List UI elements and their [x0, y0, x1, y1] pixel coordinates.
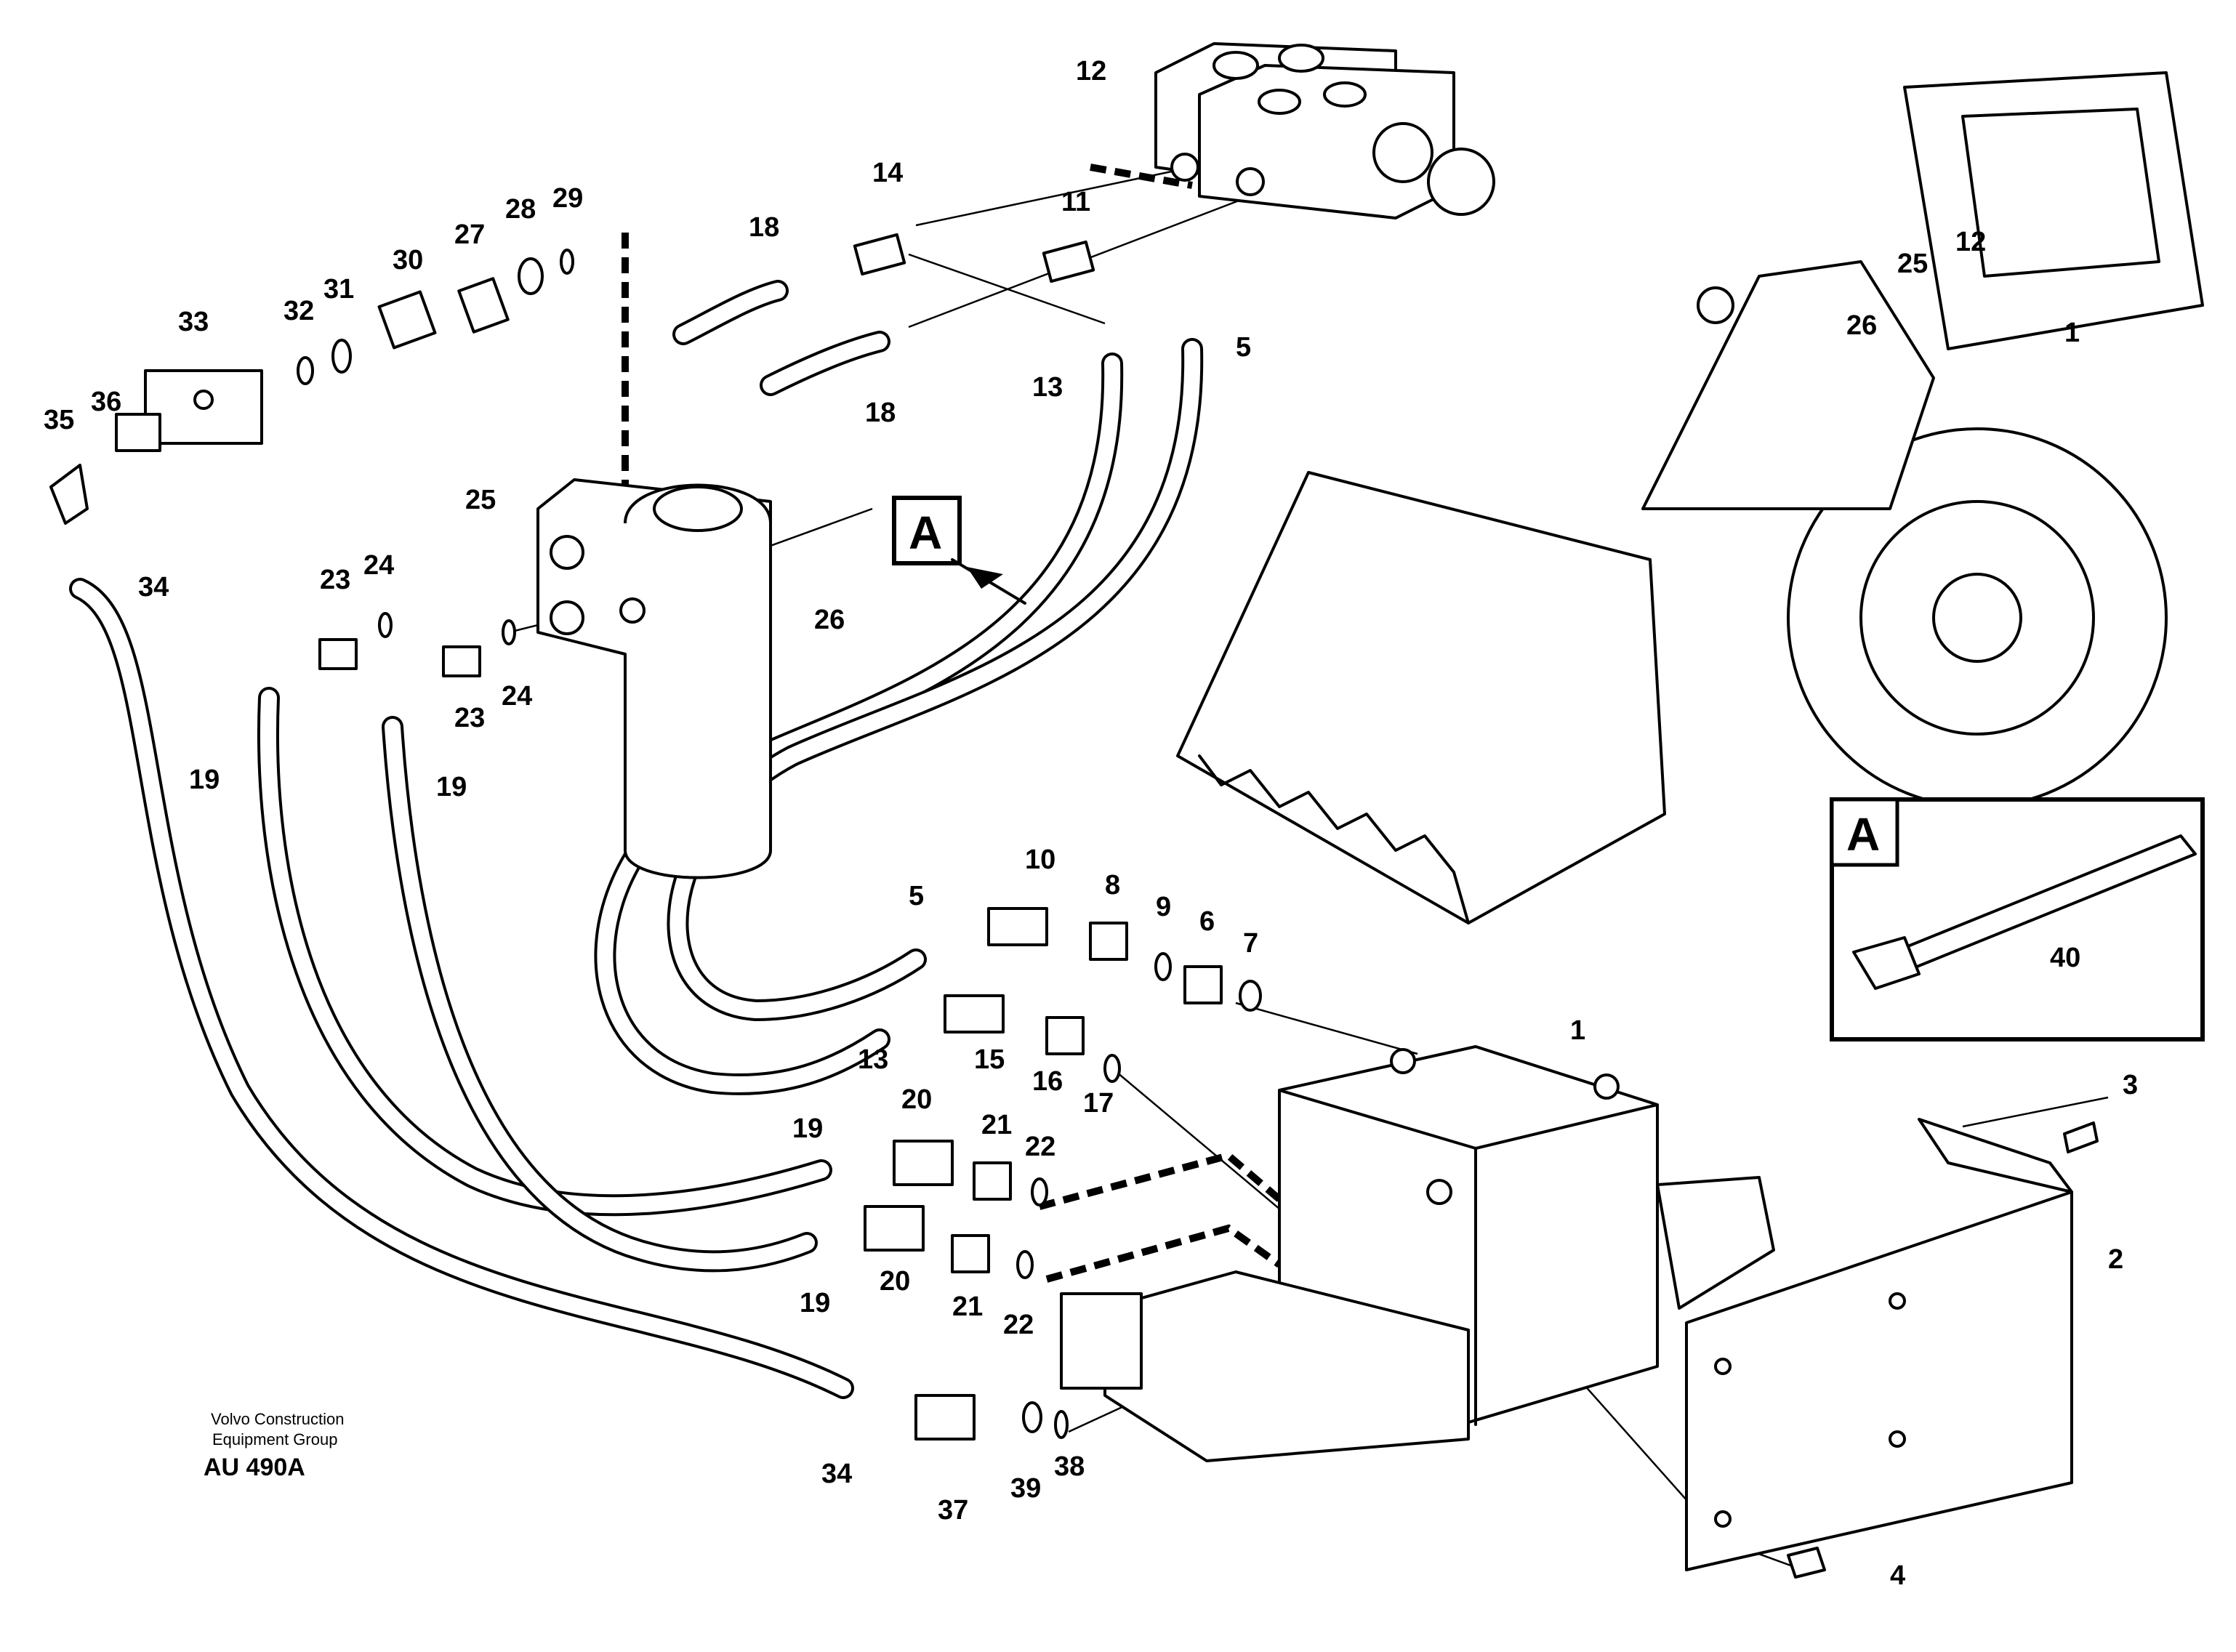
view-a-marker: A [909, 507, 942, 559]
callout-18: 18 [865, 398, 896, 428]
inset-frame [1830, 797, 2205, 1041]
callout-21: 21 [952, 1292, 983, 1322]
callout-32: 32 [283, 296, 314, 326]
wheel-loader [1176, 71, 2204, 924]
callout-11: 11 [1061, 187, 1090, 217]
callout-19: 19 [189, 765, 220, 795]
valve-block-12 [1154, 42, 1495, 219]
company-line-1: Volvo Construction [211, 1410, 344, 1428]
inset-a-marker: A [1846, 808, 1880, 861]
callout-3: 3 [2123, 1070, 2138, 1100]
callout-25: 25 [465, 485, 496, 515]
control-box [1060, 1045, 1775, 1462]
callout-10: 10 [1025, 845, 1055, 875]
callout-38: 38 [1054, 1451, 1085, 1482]
callout-26: 26 [814, 605, 845, 635]
callout-19: 19 [800, 1288, 830, 1318]
callout-24: 24 [363, 550, 394, 581]
callout-30: 30 [393, 245, 423, 275]
fittings [49, 233, 2099, 1579]
callout-16: 16 [1032, 1066, 1063, 1097]
callout-29: 29 [552, 183, 583, 214]
callout-22: 22 [1003, 1310, 1034, 1340]
callout-34: 34 [138, 572, 169, 603]
callout-13: 13 [858, 1044, 888, 1075]
company-line-2: Equipment Group [212, 1430, 337, 1448]
callout-4: 4 [1890, 1560, 1905, 1591]
callout-23: 23 [454, 703, 485, 733]
callout-25: 25 [1897, 249, 1928, 279]
callout-17: 17 [1083, 1088, 1114, 1119]
callout-19: 19 [792, 1113, 823, 1144]
callout-33: 33 [178, 307, 209, 337]
callout-labels: 1 1 2 3 4 5 5 6 7 8 9 10 11 12 12 13 13 … [44, 56, 2138, 1591]
callout-19: 19 [436, 772, 467, 802]
callout-21: 21 [981, 1110, 1012, 1140]
steering-unit [536, 478, 772, 879]
callout-1: 1 [1570, 1015, 1585, 1046]
drawing-code: AU 490A [204, 1454, 305, 1481]
callout-36: 36 [91, 387, 121, 417]
callout-26: 26 [1846, 310, 1877, 341]
footer: Volvo Construction Equipment Group AU 49… [204, 1410, 344, 1481]
callout-27: 27 [454, 219, 485, 250]
callout-22: 22 [1025, 1132, 1055, 1162]
callout-2: 2 [2108, 1244, 2123, 1275]
callout-13: 13 [1032, 372, 1063, 403]
callout-9: 9 [1156, 892, 1171, 922]
callout-12: 12 [1076, 56, 1106, 86]
callout-5: 5 [1236, 332, 1251, 363]
callout-5: 5 [909, 881, 924, 911]
callout-28: 28 [505, 194, 536, 225]
callout-7: 7 [1243, 928, 1258, 959]
callout-18: 18 [749, 212, 779, 243]
callout-24: 24 [502, 681, 532, 712]
callout-34: 34 [821, 1459, 852, 1489]
callout-39: 39 [1010, 1473, 1041, 1504]
bracket [1685, 1118, 2073, 1571]
callout-15: 15 [974, 1044, 1005, 1075]
callout-37: 37 [938, 1495, 968, 1526]
callout-35: 35 [44, 405, 74, 435]
view-marker-box [892, 496, 1026, 605]
callout-20: 20 [880, 1266, 910, 1297]
callout-12: 12 [1955, 227, 1986, 257]
callout-6: 6 [1199, 906, 1215, 937]
callout-1: 1 [2064, 318, 2080, 348]
callout-8: 8 [1105, 870, 1120, 900]
callout-31: 31 [323, 274, 354, 305]
callout-20: 20 [901, 1084, 932, 1115]
callout-23: 23 [320, 565, 350, 595]
callout-14: 14 [872, 158, 903, 188]
callout-40: 40 [2050, 943, 2080, 973]
